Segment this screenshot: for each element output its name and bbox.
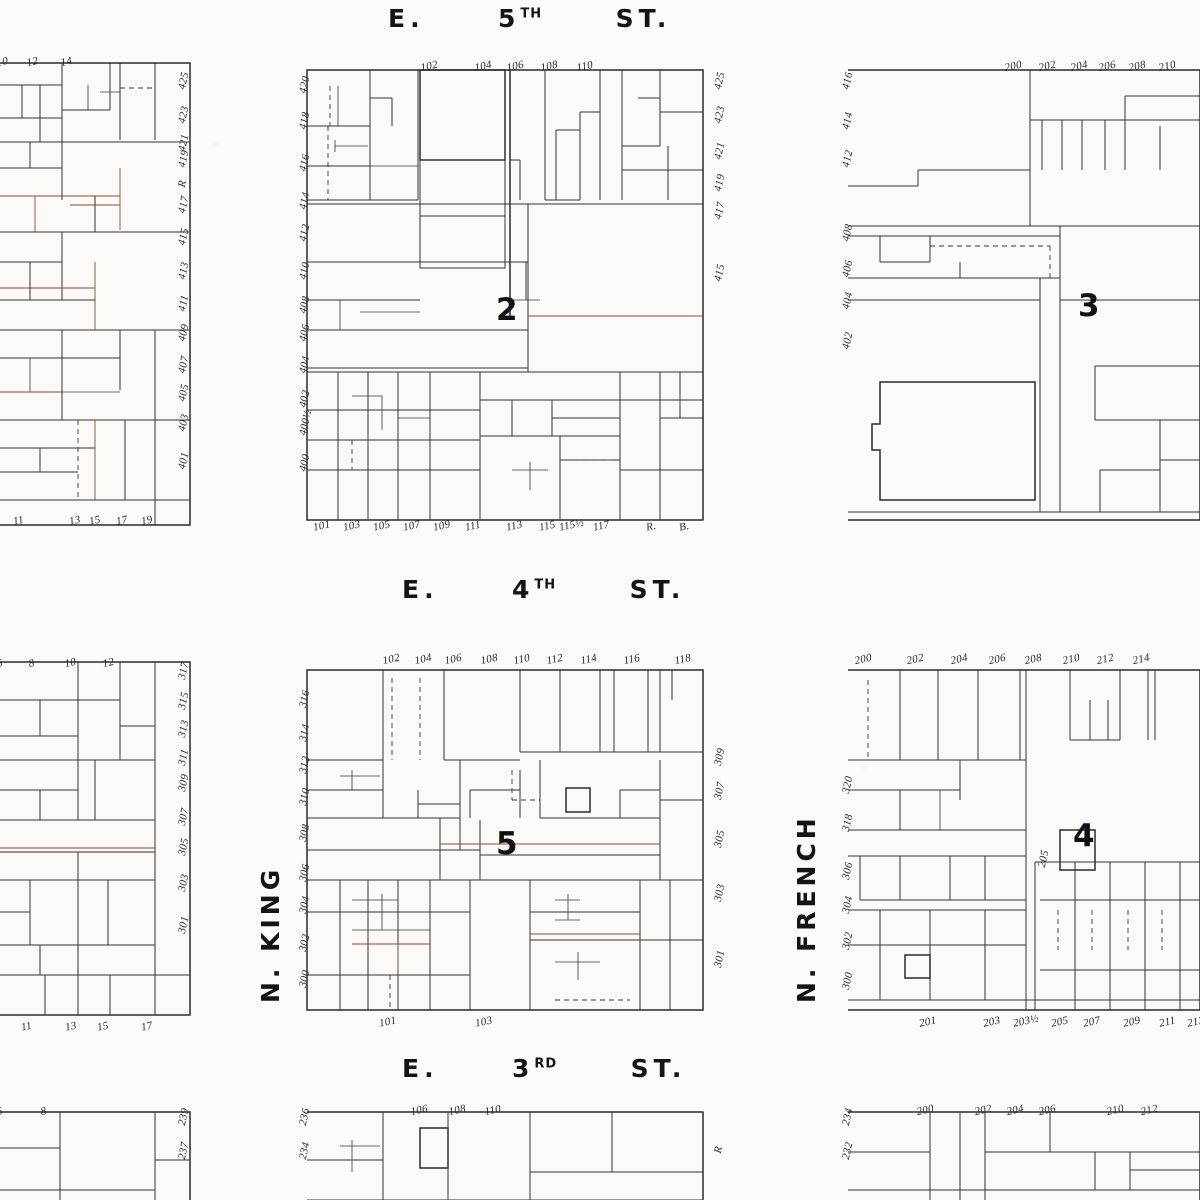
block-8-footprints [307, 1111, 704, 1200]
block-number-3: 3 [1078, 288, 1100, 324]
block-1-footprints [0, 62, 191, 526]
block-6-footprints [0, 661, 191, 1016]
address-number: 10 [63, 655, 78, 670]
address-number: 12 [101, 655, 116, 670]
address-number: 13 [68, 513, 82, 528]
address-number: 14 [59, 54, 74, 69]
street-5th-number: 5 [498, 4, 521, 33]
address-number: 15 [88, 513, 102, 528]
block-number-4: 4 [1073, 818, 1095, 854]
address-number: 19 [140, 513, 154, 528]
address-number: 15 [96, 1019, 110, 1034]
block-9-footprints [0, 1111, 191, 1200]
address-number: R. [645, 519, 658, 534]
address-number: 213 [1186, 1014, 1200, 1030]
block-4-footprints [848, 669, 1200, 1011]
street-4th-suffix: ST. [629, 575, 686, 604]
street-4th-number: 4 [512, 575, 535, 604]
street-4th-prefix: E. [402, 575, 439, 604]
block-5-footprints [306, 669, 704, 1011]
address-number: 11 [20, 1019, 34, 1034]
block-3-footprints [848, 69, 1200, 521]
address-number: 17 [140, 1019, 154, 1034]
street-3rd-suffix: ST. [630, 1054, 687, 1083]
street-4th-ordinal: TH [534, 577, 557, 593]
street-3rd-ordinal: RD [534, 1056, 558, 1072]
street-3rd-prefix: E. [402, 1054, 439, 1083]
block-2-footprints [306, 69, 704, 521]
block-number-2: 2 [496, 292, 518, 328]
street-label-e-4th-st: E. 4TH ST. [402, 575, 685, 604]
block-7-footprints [848, 1111, 1200, 1200]
street-5th-suffix: ST. [615, 4, 672, 33]
block-number-5: 5 [496, 826, 518, 862]
street-label-e-5th-st: E. 5TH ST. [388, 4, 671, 33]
address-number: 11 [12, 513, 26, 528]
street-5th-prefix: E. [388, 4, 425, 33]
address-number: B. [678, 519, 691, 534]
street-label-n-king: N. KING [256, 865, 285, 1003]
street-3rd-number: 3 [512, 1054, 535, 1083]
street-label-n-french: N. FRENCH [792, 814, 821, 1003]
address-number: 13 [64, 1019, 78, 1034]
address-number: 12 [25, 54, 40, 69]
address-number: 17 [115, 513, 129, 528]
street-5th-ordinal: TH [520, 6, 543, 22]
street-label-e-3rd-st: E. 3RD ST. [402, 1054, 686, 1083]
